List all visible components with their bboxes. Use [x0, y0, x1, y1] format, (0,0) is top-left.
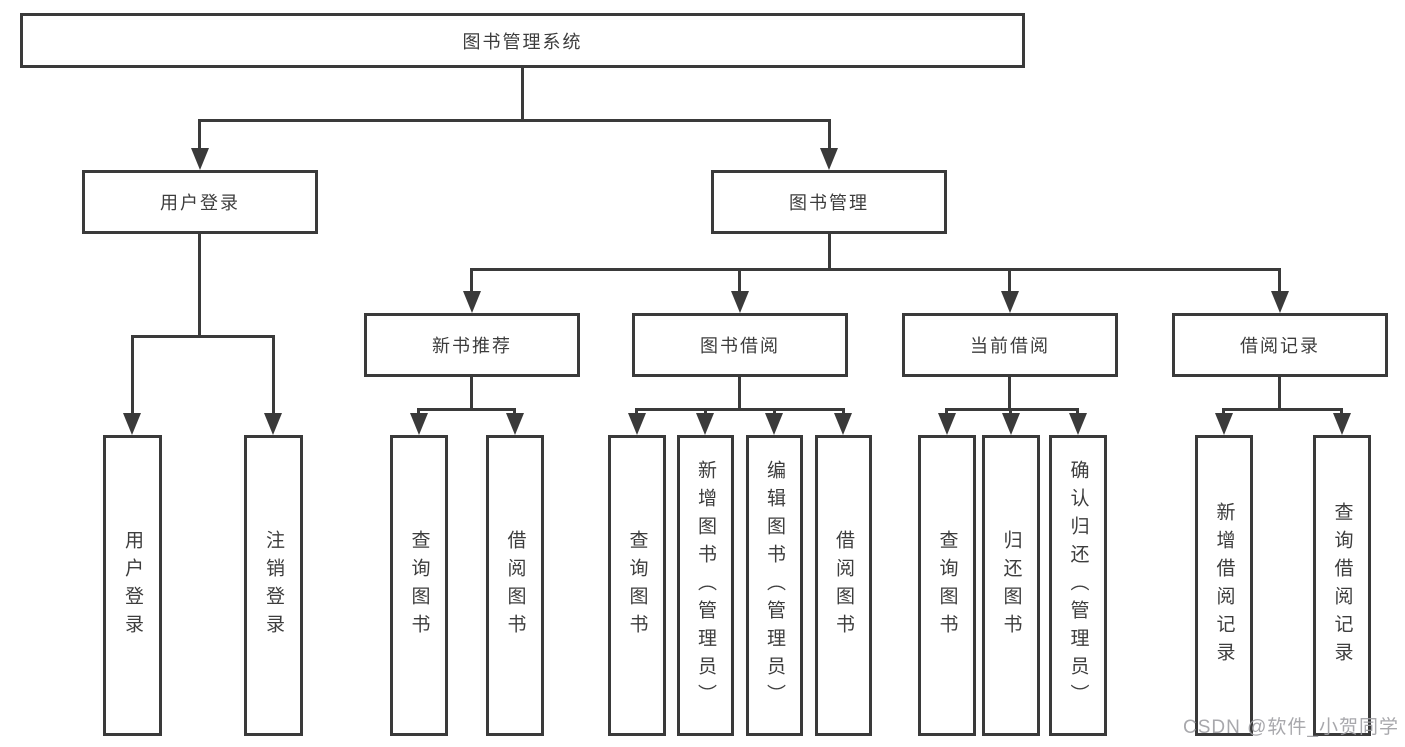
connector-line: [470, 377, 473, 411]
arrowhead-icon: [463, 291, 481, 313]
connector-line: [131, 335, 275, 338]
arrowhead-icon: [1333, 413, 1351, 435]
leaf-label: 编辑图书（管理员）: [764, 459, 785, 712]
leaf-label: 确认归还（管理员）: [1067, 459, 1089, 712]
leaf-label: 用户登录: [122, 529, 143, 642]
connector-line: [738, 377, 741, 411]
node-borrowing-records: 借阅记录: [1172, 313, 1388, 377]
arrowhead-icon: [731, 291, 749, 313]
leaf-label: 借阅图书: [504, 529, 526, 642]
node-label: 图书管理: [789, 193, 869, 213]
leaf-nbr-query-books: 查询图书: [390, 435, 448, 736]
connector-line: [1278, 377, 1281, 411]
leaf-nbr-borrow-books: 借阅图书: [486, 435, 544, 736]
node-label: 新书推荐: [432, 336, 512, 356]
arrowhead-icon: [123, 413, 141, 435]
node-user-login: 用户登录: [82, 170, 318, 234]
leaf-label: 新增图书（管理员）: [695, 459, 716, 712]
arrowhead-icon: [1271, 291, 1289, 313]
leaf-bb-query-books: 查询图书: [608, 435, 666, 736]
arrowhead-icon: [938, 413, 956, 435]
connector-line: [131, 335, 134, 417]
leaf-cb-confirm-return-admin: 确认归还（管理员）: [1049, 435, 1107, 736]
connector-line: [1222, 408, 1343, 411]
leaf-label: 查询图书: [936, 529, 958, 642]
arrowhead-icon: [410, 413, 428, 435]
leaf-br-query-borrow-record: 查询借阅记录: [1313, 435, 1371, 736]
arrowhead-icon: [628, 413, 646, 435]
connector-line: [417, 408, 516, 411]
arrowhead-icon: [765, 413, 783, 435]
csdn-watermark: CSDN @软件_小贺同学: [1183, 717, 1399, 738]
connector-line: [635, 408, 845, 411]
arrowhead-icon: [264, 413, 282, 435]
leaf-cb-return-books: 归还图书: [982, 435, 1040, 736]
node-current-borrowing: 当前借阅: [902, 313, 1118, 377]
connector-line: [470, 268, 473, 295]
leaf-bb-borrow-books: 借阅图书: [815, 435, 872, 736]
arrowhead-icon: [1001, 291, 1019, 313]
connector-line: [828, 234, 831, 271]
arrowhead-icon: [820, 148, 838, 170]
connector-line: [828, 119, 831, 152]
node-book-management-system: 图书管理系统: [20, 13, 1025, 68]
leaf-user-login: 用户登录: [103, 435, 162, 736]
leaf-label: 查询图书: [408, 529, 430, 642]
leaf-label: 归还图书: [1000, 529, 1022, 642]
arrowhead-icon: [1215, 413, 1233, 435]
connector-line: [738, 268, 741, 295]
node-book-management: 图书管理: [711, 170, 947, 234]
node-book-borrowing: 图书借阅: [632, 313, 848, 377]
arrowhead-icon: [834, 413, 852, 435]
arrowhead-icon: [191, 148, 209, 170]
arrowhead-icon: [506, 413, 524, 435]
connector-line: [521, 68, 524, 122]
connector-line: [1008, 377, 1011, 411]
leaf-br-add-borrow-record: 新增借阅记录: [1195, 435, 1253, 736]
node-label: 借阅记录: [1240, 336, 1320, 356]
connector-line: [470, 268, 1281, 271]
connector-line: [1278, 268, 1281, 295]
node-label: 图书管理系统: [462, 31, 583, 52]
connector-line: [1008, 268, 1011, 295]
leaf-label: 借阅图书: [833, 529, 854, 642]
leaf-cb-query-books: 查询图书: [918, 435, 976, 736]
node-label: 当前借阅: [970, 336, 1050, 356]
node-new-book-recommendation: 新书推荐: [364, 313, 580, 377]
connector-line: [272, 335, 275, 417]
leaf-logout-login: 注销登录: [244, 435, 303, 736]
node-label: 图书借阅: [700, 336, 780, 356]
connector-line: [198, 119, 831, 122]
connector-line: [198, 234, 201, 338]
connector-line: [198, 119, 201, 152]
leaf-bb-add-books-admin: 新增图书（管理员）: [677, 435, 734, 736]
arrowhead-icon: [1069, 413, 1087, 435]
node-label: 用户登录: [160, 193, 240, 213]
leaf-label: 查询借阅记录: [1331, 501, 1353, 670]
arrowhead-icon: [1002, 413, 1020, 435]
leaf-label: 新增借阅记录: [1213, 501, 1235, 670]
leaf-label: 查询图书: [626, 529, 648, 642]
leaf-bb-edit-books-admin: 编辑图书（管理员）: [746, 435, 803, 736]
arrowhead-icon: [696, 413, 714, 435]
leaf-label: 注销登录: [263, 529, 284, 642]
